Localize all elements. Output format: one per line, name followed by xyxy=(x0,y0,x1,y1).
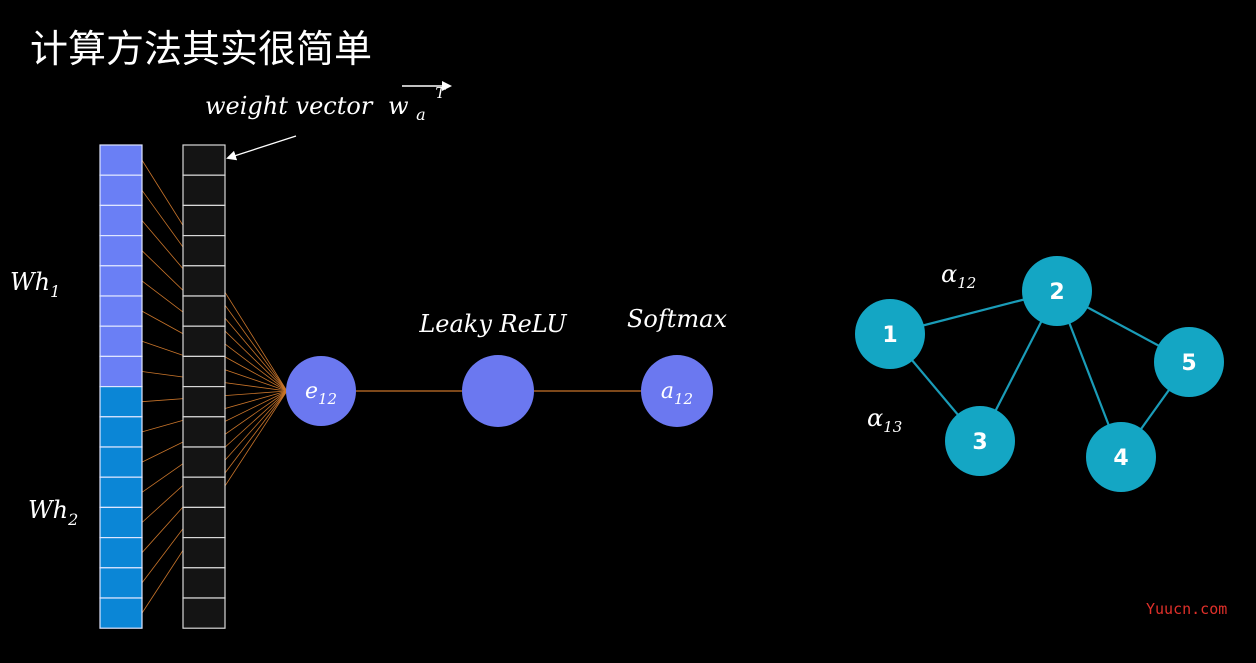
wh-cell xyxy=(99,446,143,478)
wh-cell xyxy=(99,536,143,569)
wh-cell xyxy=(99,235,143,267)
wh-cell xyxy=(99,506,143,539)
wh-cell xyxy=(99,476,143,509)
watermark: Yuucn.com xyxy=(1146,600,1227,618)
wh2-subscript: 2 xyxy=(67,510,78,529)
wh-cell xyxy=(99,597,143,629)
e12-node xyxy=(286,356,356,426)
wh2-label: Wh2 xyxy=(28,496,78,529)
weight-cell xyxy=(182,597,226,629)
weight-cell xyxy=(182,386,226,418)
wh2-symbol: Wh xyxy=(28,496,68,524)
weight-pointer-arrow xyxy=(226,135,297,161)
page-title: 计算方法其实很简单 xyxy=(30,27,372,71)
weight-cell xyxy=(182,567,226,599)
alpha13-subscript: 13 xyxy=(883,418,902,436)
alpha12-subscript: 12 xyxy=(957,274,976,292)
weight-superscript: T xyxy=(435,84,446,102)
wh-cell xyxy=(99,325,143,358)
weight-cell xyxy=(182,144,226,176)
weight-cell xyxy=(182,355,226,388)
weight-cell xyxy=(182,174,226,206)
weight-vector-text: weight vector xyxy=(205,92,374,120)
graph-node-label-1: 1 xyxy=(882,323,897,348)
weight-cell xyxy=(182,446,226,478)
weight-subscript: a xyxy=(416,105,426,124)
wh-cell xyxy=(99,265,143,297)
weight-cell xyxy=(182,295,226,327)
graph-node-3 xyxy=(945,406,1015,476)
a12-symbol: a xyxy=(661,379,674,404)
weight-vector-label: weight vector w a T xyxy=(205,84,446,126)
wh-column xyxy=(99,144,143,629)
graph-node-5 xyxy=(1154,327,1224,397)
a12-node xyxy=(641,355,713,427)
wh1-subscript: 1 xyxy=(50,282,60,301)
graph-node-2 xyxy=(1022,256,1092,326)
graph-node-label-5: 5 xyxy=(1181,351,1196,376)
weight-cell xyxy=(182,204,226,237)
softmax-label: Softmax xyxy=(627,305,727,333)
weight-vector-column xyxy=(182,144,226,629)
weight-cell xyxy=(182,265,226,297)
wh-cell xyxy=(99,204,143,237)
alpha12-label: α12 xyxy=(941,260,976,292)
wh1-symbol: Wh xyxy=(10,268,50,296)
alpha13-symbol: α xyxy=(867,404,883,432)
alpha12-symbol: α xyxy=(941,260,957,288)
alpha13-label: α13 xyxy=(867,404,902,436)
weight-cell xyxy=(182,325,226,358)
a12-subscript: 12 xyxy=(674,390,693,408)
leaky-relu-node xyxy=(462,355,534,427)
wh-cell xyxy=(99,295,143,327)
weight-cell xyxy=(182,416,226,448)
graph-node-4 xyxy=(1086,422,1156,492)
wh-cell xyxy=(99,355,143,388)
graph-node-1 xyxy=(855,299,925,369)
graph-node-label-3: 3 xyxy=(972,430,987,455)
e12-symbol: e xyxy=(305,379,318,404)
weight-cell xyxy=(182,476,226,509)
wh-cell xyxy=(99,174,143,206)
wh1-label: Wh1 xyxy=(10,268,60,301)
leaky-relu-label: Leaky ReLU xyxy=(418,310,567,338)
graph-node-label-2: 2 xyxy=(1049,280,1064,305)
weight-cell xyxy=(182,536,226,569)
e12-subscript: 12 xyxy=(318,390,337,408)
wh-cell xyxy=(99,416,143,448)
weight-cell xyxy=(182,506,226,539)
weight-symbol: w xyxy=(388,92,409,120)
wh-cell xyxy=(99,567,143,599)
wh-cell xyxy=(99,386,143,418)
wh-cell xyxy=(99,144,143,176)
a12-node-label: a12 xyxy=(661,379,693,408)
graph-node-label-4: 4 xyxy=(1113,446,1128,471)
e12-node-label: e12 xyxy=(305,379,337,408)
weight-cell xyxy=(182,235,226,267)
